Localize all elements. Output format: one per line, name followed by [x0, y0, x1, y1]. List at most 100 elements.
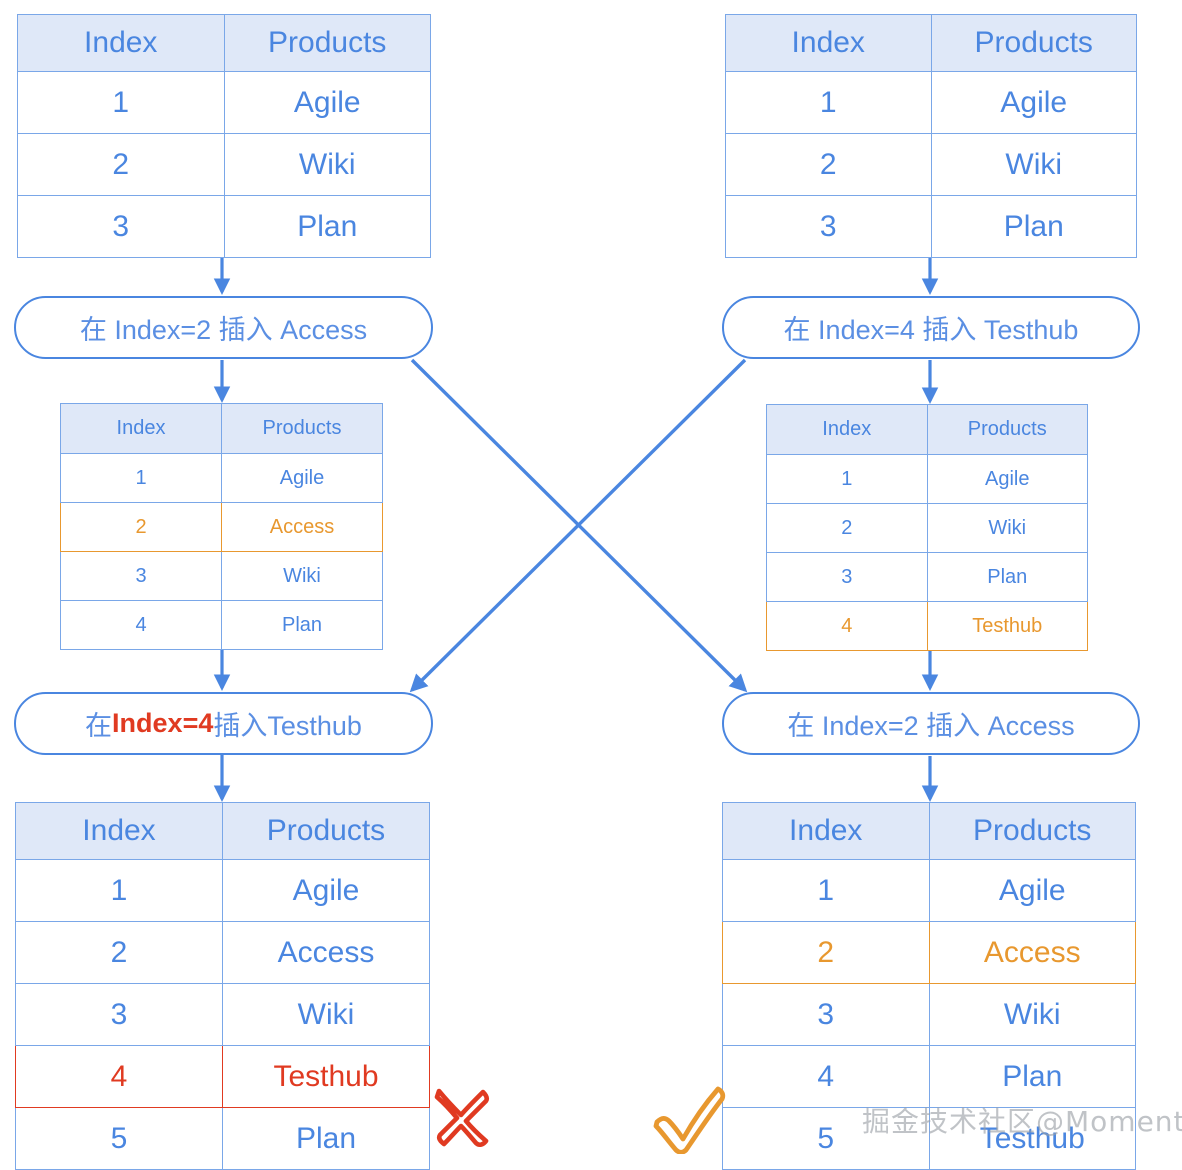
cell-product: Access — [928, 921, 1136, 984]
cell-index: 4 — [60, 600, 222, 650]
watermark-text: 掘金技术社区@Moment — [862, 1105, 1182, 1138]
cell-product: Wiki — [222, 983, 430, 1046]
table-row: 4 Plan — [722, 1045, 1136, 1108]
table-header-row: Index Products — [722, 802, 1136, 860]
cell-index: 3 — [60, 551, 222, 601]
right-final-table: Index Products 1 Agile 2 Access 3 Wiki 4… — [722, 802, 1136, 1170]
cell-index: 5 — [15, 1107, 223, 1170]
right-after-insert-testhub-table: Index Products 1 Agile 2 Wiki 3 Plan 4 T… — [766, 404, 1088, 651]
table-row: 5 Testhub — [722, 1107, 1136, 1170]
cell-product: Agile — [926, 454, 1088, 504]
left-initial-table: Index Products 1 Agile 2 Wiki 3 Plan — [17, 14, 431, 258]
column-header-index: Index — [725, 14, 932, 72]
table-row: 4 Plan — [60, 600, 383, 650]
cell-product: Testhub — [926, 601, 1088, 651]
table-row: 1 Agile — [766, 454, 1088, 504]
left-action-step2-index-token: Index=4 — [112, 708, 214, 738]
table-header-row: Index Products — [15, 802, 430, 860]
column-header-products: Products — [221, 403, 383, 454]
table-header-row: Index Products — [725, 14, 1137, 72]
cell-product: Testhub — [928, 1107, 1136, 1170]
cell-index: 2 — [60, 502, 222, 552]
cell-product: Access — [222, 921, 430, 984]
cell-index: 5 — [722, 1107, 930, 1170]
cell-index: 2 — [725, 133, 932, 196]
left-action-step1: 在 Index=2 插入 Access — [14, 296, 433, 359]
cell-product: Wiki — [223, 133, 431, 196]
table-row: 2 Wiki — [766, 503, 1088, 553]
table-row: 3 Wiki — [60, 551, 383, 601]
cell-product: Agile — [930, 71, 1137, 134]
column-header-products: Products — [928, 802, 1136, 860]
table-row: 2 Wiki — [725, 133, 1137, 196]
right-action-step2-label: 在 Index=2 插入 Access — [787, 711, 1075, 741]
cell-product: Agile — [223, 71, 431, 134]
cell-index: 2 — [722, 921, 930, 984]
right-action-step1-label: 在 Index=4 插入 Testhub — [783, 315, 1079, 345]
check-mark-icon — [653, 1086, 726, 1154]
table-row: 2 Access — [15, 921, 430, 984]
left-action-step1-label: 在 Index=2 插入 Access — [79, 315, 368, 345]
table-row-highlighted: 2 Access — [722, 921, 1136, 984]
right-action-step2: 在 Index=2 插入 Access — [722, 692, 1140, 755]
table-row: 1 Agile — [17, 71, 431, 134]
cell-index: 1 — [725, 71, 932, 134]
left-after-insert-access-table: Index Products 1 Agile 2 Access 3 Wiki 4… — [60, 403, 383, 650]
cell-index: 3 — [725, 195, 932, 258]
table-header-row: Index Products — [60, 403, 383, 454]
cell-index: 1 — [60, 453, 222, 503]
column-header-products: Products — [223, 14, 431, 72]
column-header-index: Index — [17, 14, 225, 72]
arrow-cross-right-to-left — [409, 358, 747, 693]
column-header-index: Index — [15, 802, 223, 860]
left-action-step2-suffix: 插入Testhub — [213, 711, 362, 741]
cell-product: Agile — [221, 453, 383, 503]
column-header-index: Index — [60, 403, 222, 454]
right-action-step1: 在 Index=4 插入 Testhub — [722, 296, 1140, 359]
left-action-step2-prefix: 在 — [85, 711, 113, 741]
right-initial-table: Index Products 1 Agile 2 Wiki 3 Plan — [725, 14, 1137, 258]
left-final-table: Index Products 1 Agile 2 Access 3 Wiki 4… — [15, 802, 430, 1170]
cell-index: 4 — [15, 1045, 223, 1108]
cell-product: Testhub — [222, 1045, 430, 1108]
cell-product: Plan — [223, 195, 431, 258]
column-header-index: Index — [722, 802, 930, 860]
cell-index: 1 — [766, 454, 928, 504]
cell-product: Plan — [928, 1045, 1136, 1108]
table-row: 3 Plan — [17, 195, 431, 258]
table-row: 1 Agile — [722, 859, 1136, 922]
cell-product: Plan — [930, 195, 1137, 258]
cell-index: 2 — [15, 921, 223, 984]
column-header-index: Index — [766, 404, 928, 455]
cell-index: 3 — [766, 552, 928, 602]
cell-product: Plan — [222, 1107, 430, 1170]
column-header-products: Products — [926, 404, 1088, 455]
table-header-row: Index Products — [17, 14, 431, 72]
cell-product: Wiki — [930, 133, 1137, 196]
cell-product: Agile — [222, 859, 430, 922]
table-row: 3 Plan — [766, 552, 1088, 602]
column-header-products: Products — [222, 802, 430, 860]
cell-index: 3 — [15, 983, 223, 1046]
cell-product: Access — [221, 502, 383, 552]
cell-product: Wiki — [928, 983, 1136, 1046]
table-row: 5 Plan — [15, 1107, 430, 1170]
column-header-products: Products — [930, 14, 1137, 72]
table-row-highlighted: 4 Testhub — [15, 1045, 430, 1108]
table-row: 2 Wiki — [17, 133, 431, 196]
table-row: 1 Agile — [725, 71, 1137, 134]
cell-index: 1 — [722, 859, 930, 922]
cell-index: 4 — [722, 1045, 930, 1108]
table-row: 1 Agile — [15, 859, 430, 922]
table-row: 3 Wiki — [722, 983, 1136, 1046]
table-row: 1 Agile — [60, 453, 383, 503]
cell-product: Wiki — [221, 551, 383, 601]
left-action-step2: 在 Index=4 插入Testhub — [14, 692, 433, 755]
table-row-highlighted: 2 Access — [60, 502, 383, 552]
cell-index: 4 — [766, 601, 928, 651]
cell-index: 3 — [722, 983, 930, 1046]
table-row: 3 Wiki — [15, 983, 430, 1046]
table-row-highlighted: 4 Testhub — [766, 601, 1088, 651]
cell-product: Wiki — [926, 503, 1088, 553]
